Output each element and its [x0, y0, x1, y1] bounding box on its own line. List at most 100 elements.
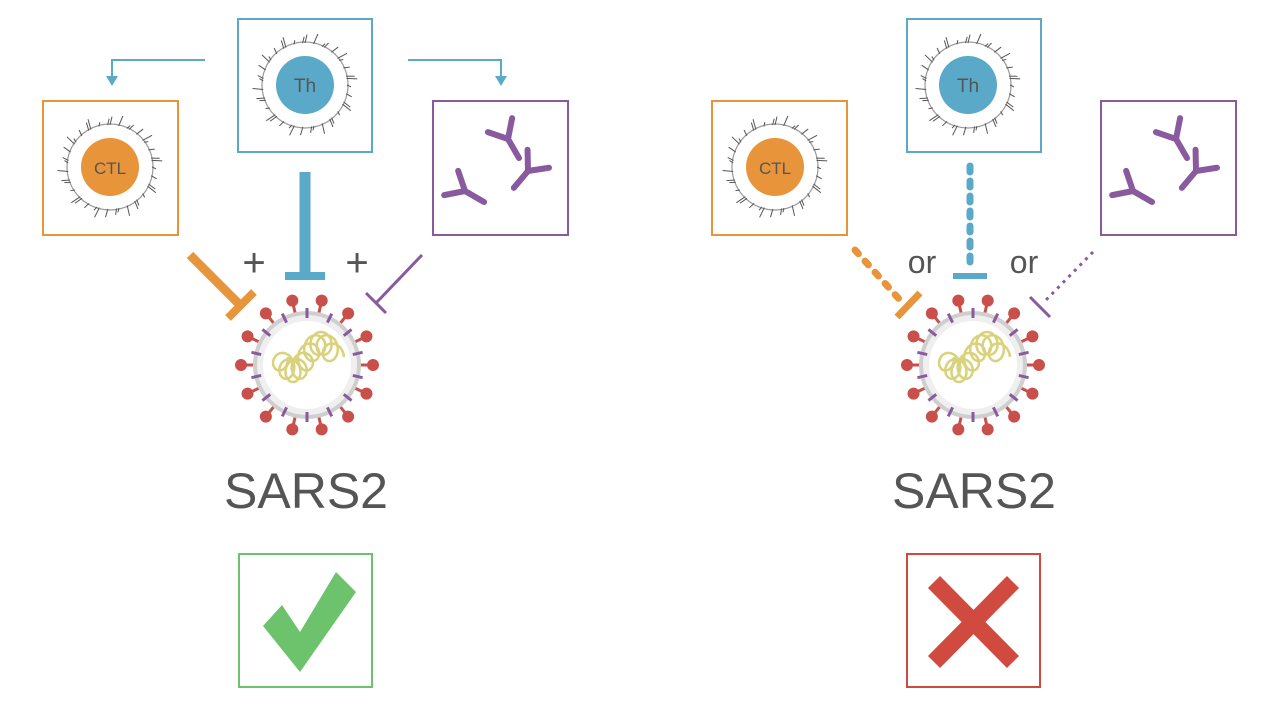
cell-villus [967, 34, 971, 44]
cell-villus [85, 122, 90, 131]
cell-villus [70, 189, 75, 192]
right-outcome-box [906, 553, 1041, 688]
cell-villus [142, 134, 153, 141]
cell-villus [279, 121, 285, 127]
left-panel: Th CTL + + SARS2 [42, 18, 569, 688]
check-icon [263, 572, 356, 672]
cell-villus [808, 140, 814, 143]
left-arrowhead-antibody [495, 76, 507, 86]
cell-villus [924, 54, 934, 63]
cell-villus [94, 207, 100, 218]
cell-villus [936, 47, 941, 55]
cell-villus [962, 126, 967, 136]
cell-villus [107, 118, 110, 126]
cell-villus [337, 52, 348, 59]
cell-villus [801, 199, 805, 206]
virus-spike [315, 294, 328, 307]
virus-spike [1026, 387, 1039, 400]
cell-villus [329, 118, 334, 128]
virus-membrane-protein [352, 350, 363, 357]
right-ctl-label: CTL [759, 159, 791, 178]
cell-villus [302, 36, 305, 44]
cell-villus [147, 185, 157, 194]
cell-villus [273, 47, 278, 55]
virus-spike [981, 423, 994, 436]
cell-villus [1005, 103, 1015, 112]
cell-villus [782, 207, 785, 213]
cell-villus [142, 193, 146, 198]
virus-membrane-protein [992, 312, 1000, 324]
virus-membrane-protein [1008, 328, 1019, 337]
virus-membrane-protein [342, 393, 353, 402]
cell-villus [62, 157, 69, 161]
cell-villus [151, 166, 157, 170]
right-antibody-inhibit-bar [1028, 295, 1052, 319]
antibody-icon [1109, 167, 1156, 205]
right-panel: Th CTL or or SARS2 [711, 18, 1237, 688]
cell-villus [66, 136, 76, 145]
cell-villus [920, 75, 927, 79]
cell-villus [265, 107, 270, 110]
cell-villus [148, 183, 156, 190]
virus-spike [241, 330, 254, 343]
antibody-icon [510, 146, 553, 191]
antibody-icon [1152, 115, 1190, 162]
virus-membrane-protein [927, 393, 938, 402]
virus-spike [259, 410, 272, 423]
cell-villus [727, 157, 734, 161]
left-arrow-to-antibody [408, 59, 502, 82]
cell-villus [735, 189, 740, 192]
virus-spike [952, 294, 965, 307]
cell-villus [807, 193, 811, 198]
virus-membrane-protein [251, 373, 262, 380]
cell-villus [342, 103, 352, 112]
cell-villus [994, 117, 998, 124]
right-antibody-box [1100, 100, 1237, 236]
antibody-icon [484, 115, 522, 162]
cell-villus [268, 56, 272, 61]
right-or-1: or [908, 244, 937, 280]
cell-villus [1000, 111, 1004, 116]
cell-villus [1009, 84, 1015, 88]
cell-villus [932, 115, 941, 122]
virus-spike [367, 359, 379, 371]
cell-villus [346, 84, 352, 88]
cell-villus [984, 123, 989, 134]
cell-villus [312, 125, 315, 131]
cell-villus [84, 203, 90, 209]
cell-villus [134, 200, 139, 210]
cell-villus [921, 64, 930, 71]
cell-villus [293, 40, 296, 45]
left-arrowhead-ctl [106, 76, 118, 86]
cell-villus [304, 34, 308, 44]
virus-spike [925, 307, 938, 320]
cell-villus [266, 114, 276, 122]
cell-villus [769, 208, 774, 218]
virus-spike [360, 387, 373, 400]
cell-villus [1001, 58, 1007, 61]
cell-villus [136, 128, 144, 135]
cell-villus [117, 207, 120, 213]
virus-membrane-protein [326, 312, 334, 324]
virus-spike [360, 330, 373, 343]
cell-villus [252, 88, 264, 90]
cell-villus [115, 208, 118, 215]
cell-villus [992, 118, 997, 128]
right-antibodies [1109, 115, 1221, 205]
cell-villus [331, 46, 339, 53]
cell-villus [928, 107, 933, 110]
right-virus [901, 294, 1045, 436]
antibody-icon [441, 167, 488, 205]
cell-villus [343, 66, 350, 69]
virus-membrane-protein [946, 312, 954, 324]
cell-villus [331, 117, 335, 124]
cell-villus [750, 122, 755, 131]
cell-villus [945, 37, 950, 48]
cell-villus [729, 160, 734, 164]
cell-villus [1008, 93, 1015, 98]
right-virus-label: SARS2 [892, 463, 1056, 519]
left-arrow-to-ctl [111, 59, 205, 82]
cell-villus [791, 205, 796, 216]
left-ctl-inhibit-bar [225, 289, 257, 321]
left-antibody-inhibit-line [374, 253, 424, 305]
